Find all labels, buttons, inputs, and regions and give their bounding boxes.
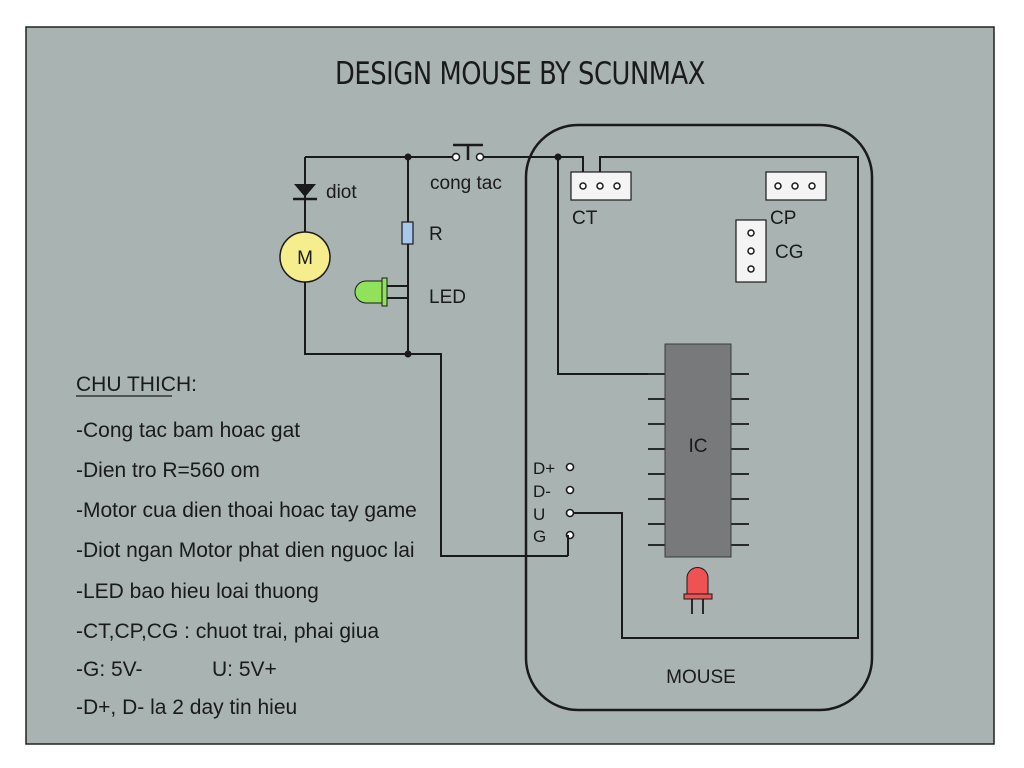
diode-label: diot	[326, 182, 357, 203]
push-switch	[451, 143, 485, 162]
ct-label: CT	[572, 208, 598, 229]
ic-pins	[648, 373, 749, 546]
junction-dot	[404, 350, 412, 358]
u-pin-wire	[570, 156, 859, 639]
ic-chip	[664, 343, 732, 558]
motor-symbol	[279, 231, 331, 283]
cg-label: CG	[775, 242, 804, 263]
cg-connector	[735, 219, 767, 283]
legend-line-last: -D+, D- la 2 day tin hieu	[76, 696, 297, 719]
pin-dplus-label: D+	[533, 459, 555, 478]
mouse-label: MOUSE	[666, 667, 736, 688]
resistor-label: R	[429, 224, 443, 245]
red-led-symbol	[683, 567, 713, 614]
legend-line: -Diot ngan Motor phat dien nguoc lai	[76, 539, 415, 562]
junction-dot	[554, 153, 562, 161]
ground-wire	[408, 353, 568, 557]
usb-pins	[565, 462, 575, 540]
legend-line: -Motor cua dien thoai hoac tay game	[76, 499, 417, 522]
legend-power-g: -G: 5V-	[76, 658, 143, 681]
cp-connector	[765, 171, 827, 201]
legend-line: -CT,CP,CG : chuot trai, phai giua	[76, 620, 379, 643]
cp-label: CP	[770, 208, 796, 229]
legend-line: -LED bao hieu loai thuong	[76, 580, 319, 603]
mouse-outline	[524, 123, 874, 712]
pin-dminus-label: D-	[533, 482, 551, 501]
top-wire-right	[484, 156, 584, 182]
pin-g-label: G	[533, 527, 546, 546]
ct-to-ic-wire	[557, 157, 665, 375]
motor-branch-wire	[304, 157, 408, 355]
led-label: LED	[429, 287, 466, 308]
diagram-title: DESIGN MOUSE BY SCUNMAX	[335, 56, 705, 92]
ic-label: IC	[689, 436, 708, 457]
legend-line: -Cong tac bam hoac gat	[76, 419, 300, 442]
ct-connector	[570, 171, 632, 201]
junction-dot	[404, 153, 412, 161]
legend-power-u: U: 5V+	[212, 658, 277, 681]
switch-label: cong tac	[430, 173, 502, 194]
motor-label: M	[297, 248, 313, 269]
green-led-symbol	[354, 277, 408, 307]
diode-symbol	[293, 184, 317, 201]
resistor-symbol	[401, 221, 414, 245]
diagram-background	[25, 26, 995, 745]
pin-u-label: U	[533, 505, 545, 524]
legend-heading: CHU THICH:	[76, 373, 197, 396]
legend-line: -Dien tro R=560 om	[76, 459, 260, 482]
